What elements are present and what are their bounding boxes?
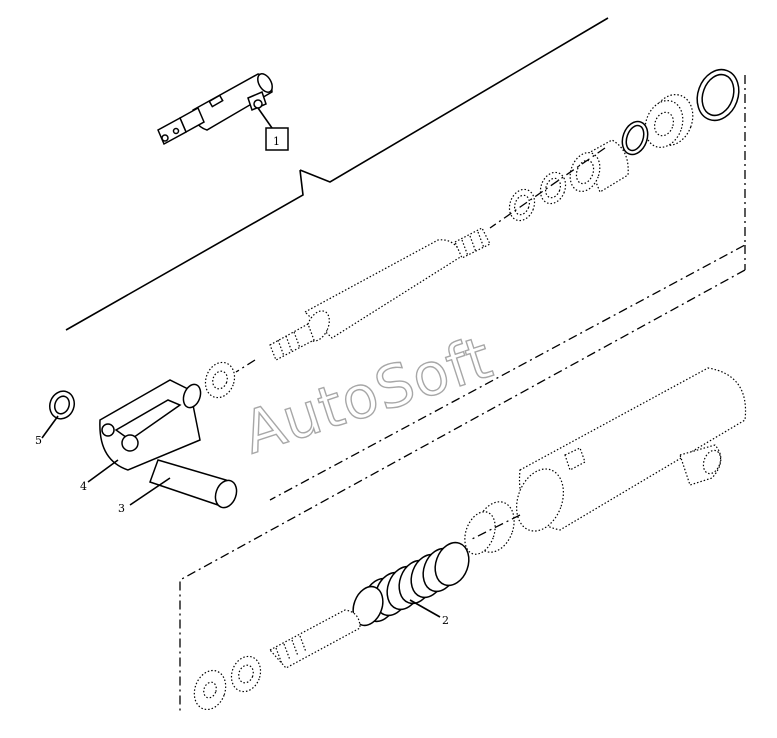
splined-shaft: [269, 609, 361, 669]
jam-nut: [204, 361, 236, 399]
o-ring-small: [621, 120, 649, 156]
callout-box-1: 1: [265, 127, 289, 151]
retaining-clip: [48, 390, 76, 420]
clevis: [99, 379, 202, 471]
piston-rod: [269, 227, 491, 361]
spring: [352, 541, 470, 627]
clevis-pin: [149, 459, 238, 509]
callout-label-2: 2: [442, 614, 449, 627]
center-axis-lower: [469, 514, 521, 541]
callout-label-3: 3: [118, 502, 125, 515]
assembled-cylinder-view: [157, 73, 273, 146]
callout-label-5: 5: [35, 434, 42, 447]
center-axis-upper: [489, 147, 606, 229]
piston-housing: [569, 139, 629, 193]
piston: [464, 501, 515, 555]
cylinder-barrel: [516, 367, 747, 532]
lower-washer-b: [193, 669, 227, 711]
center-axis-rod: [235, 359, 256, 373]
leader-2: [409, 599, 441, 618]
leader-5: [41, 415, 59, 439]
lower-washer-a: [230, 655, 262, 693]
leader-3: [129, 477, 171, 506]
callout-label-4: 4: [80, 480, 87, 493]
divider-line: [65, 17, 609, 331]
o-ring-large: [696, 68, 740, 122]
gland-nut: [644, 94, 694, 148]
piston-ring-a: [539, 171, 567, 205]
leader-4: [87, 459, 119, 483]
callout-label-1: 1: [273, 135, 280, 148]
explosion-frame-lower: [179, 245, 746, 712]
